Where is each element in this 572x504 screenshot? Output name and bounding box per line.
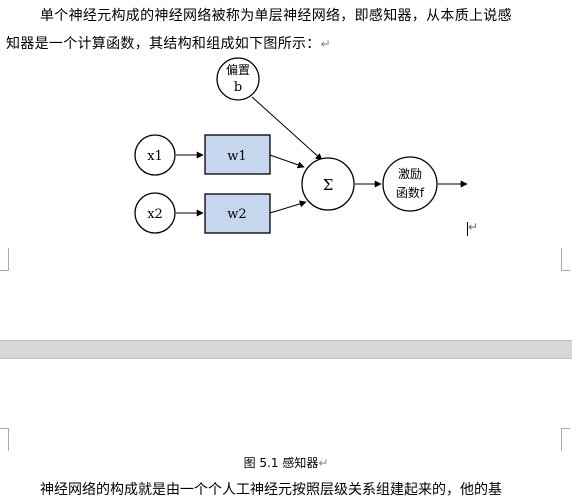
perceptron-diagram: 偏置 b x1 x2 w1 w2 Σ 激励 函数f bbox=[134, 57, 468, 234]
input-node-x1: x1 bbox=[134, 134, 176, 176]
activation-node: 激励 函数f bbox=[382, 156, 438, 212]
intro-line-1: 单个神经元构成的神经网络被称为单层神经网络，即感知器，从本质上说感 bbox=[40, 8, 512, 24]
weight-label-w1: w1 bbox=[227, 149, 246, 164]
bias-node: 偏置 b bbox=[216, 57, 260, 101]
page-break-gap bbox=[0, 340, 572, 359]
input-node-x2: x2 bbox=[134, 192, 176, 234]
input-label-x1: x1 bbox=[147, 149, 163, 164]
page2-corner-left bbox=[0, 428, 9, 451]
arrow-w1-to-sum bbox=[269, 154, 305, 169]
intro-paragraph: 单个神经元构成的神经网络被称为单层神经网络，即感知器，从本质上说感 知器是一个计… bbox=[0, 2, 572, 58]
body-paragraph-2: 神经网络的构成就是由一个个人工神经元按照层级关系组建起来的，他的基 bbox=[40, 482, 502, 498]
summation-node: Σ bbox=[301, 157, 355, 211]
intro-line-2: 知器是一个计算函数，其结构和组成如下图所示：↵ bbox=[6, 36, 331, 52]
paragraph-mark: ↵ bbox=[320, 37, 331, 51]
page1-corner-right bbox=[561, 248, 570, 271]
bias-label-2: b bbox=[234, 80, 242, 95]
activation-label-1: 激励 bbox=[398, 167, 422, 181]
weight-label-w2: w2 bbox=[227, 207, 246, 222]
text-cursor bbox=[467, 222, 468, 236]
bias-label-1: 偏置 bbox=[226, 62, 250, 77]
activation-label-2: 函数f bbox=[396, 185, 425, 200]
caption-paragraph-mark: ↵ bbox=[318, 456, 329, 470]
weight-box-w1: w1 bbox=[204, 134, 271, 175]
figure-caption: 图 5.1 感知器↵ bbox=[243, 456, 329, 470]
page1-corner-left bbox=[0, 248, 9, 271]
arrow-bias-to-sum bbox=[251, 96, 323, 161]
sum-symbol: Σ bbox=[323, 176, 334, 194]
page2-corner-right bbox=[561, 428, 570, 451]
weight-box-w2: w2 bbox=[204, 193, 271, 234]
arrow-w2-to-sum bbox=[269, 200, 307, 214]
diagram-paragraph-mark: ↵ bbox=[468, 220, 479, 234]
input-label-x2: x2 bbox=[147, 207, 163, 222]
